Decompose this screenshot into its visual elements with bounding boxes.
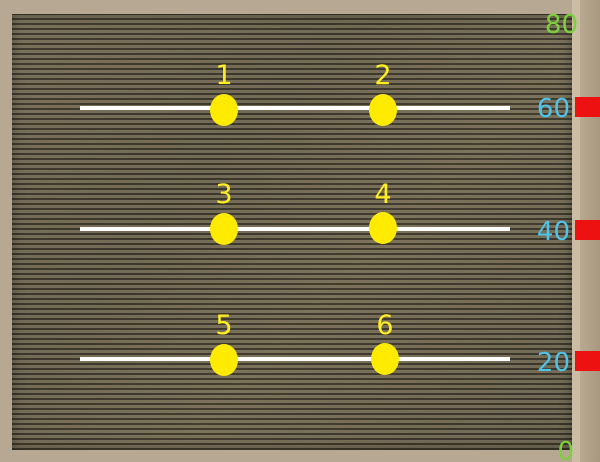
- scale-marker-20: [575, 351, 600, 371]
- sample-point-label-3: 3: [215, 179, 232, 210]
- sample-point-label-5: 5: [215, 310, 232, 341]
- transect-line-3: [80, 357, 510, 361]
- sample-point-2: [369, 94, 397, 126]
- sample-point-label-6: 6: [376, 310, 393, 341]
- scale-label-40: 40: [537, 217, 570, 247]
- transect-line-1: [80, 106, 510, 110]
- scale-label-60: 60: [537, 94, 570, 124]
- sample-point-6: [371, 343, 399, 375]
- scale-label-top: 80: [545, 10, 578, 40]
- sample-point-5: [210, 344, 238, 376]
- scale-marker-60: [575, 97, 600, 117]
- sample-point-label-1: 1: [215, 60, 232, 91]
- scale-marker-40: [575, 220, 600, 240]
- sample-point-4: [369, 212, 397, 244]
- sample-point-label-4: 4: [374, 179, 391, 210]
- sample-point-label-2: 2: [374, 60, 391, 91]
- transect-line-2: [80, 227, 510, 231]
- sample-point-1: [210, 94, 238, 126]
- scale-label-20: 20: [537, 348, 570, 378]
- scale-label-bottom: 0: [557, 437, 574, 462]
- sample-point-3: [210, 213, 238, 245]
